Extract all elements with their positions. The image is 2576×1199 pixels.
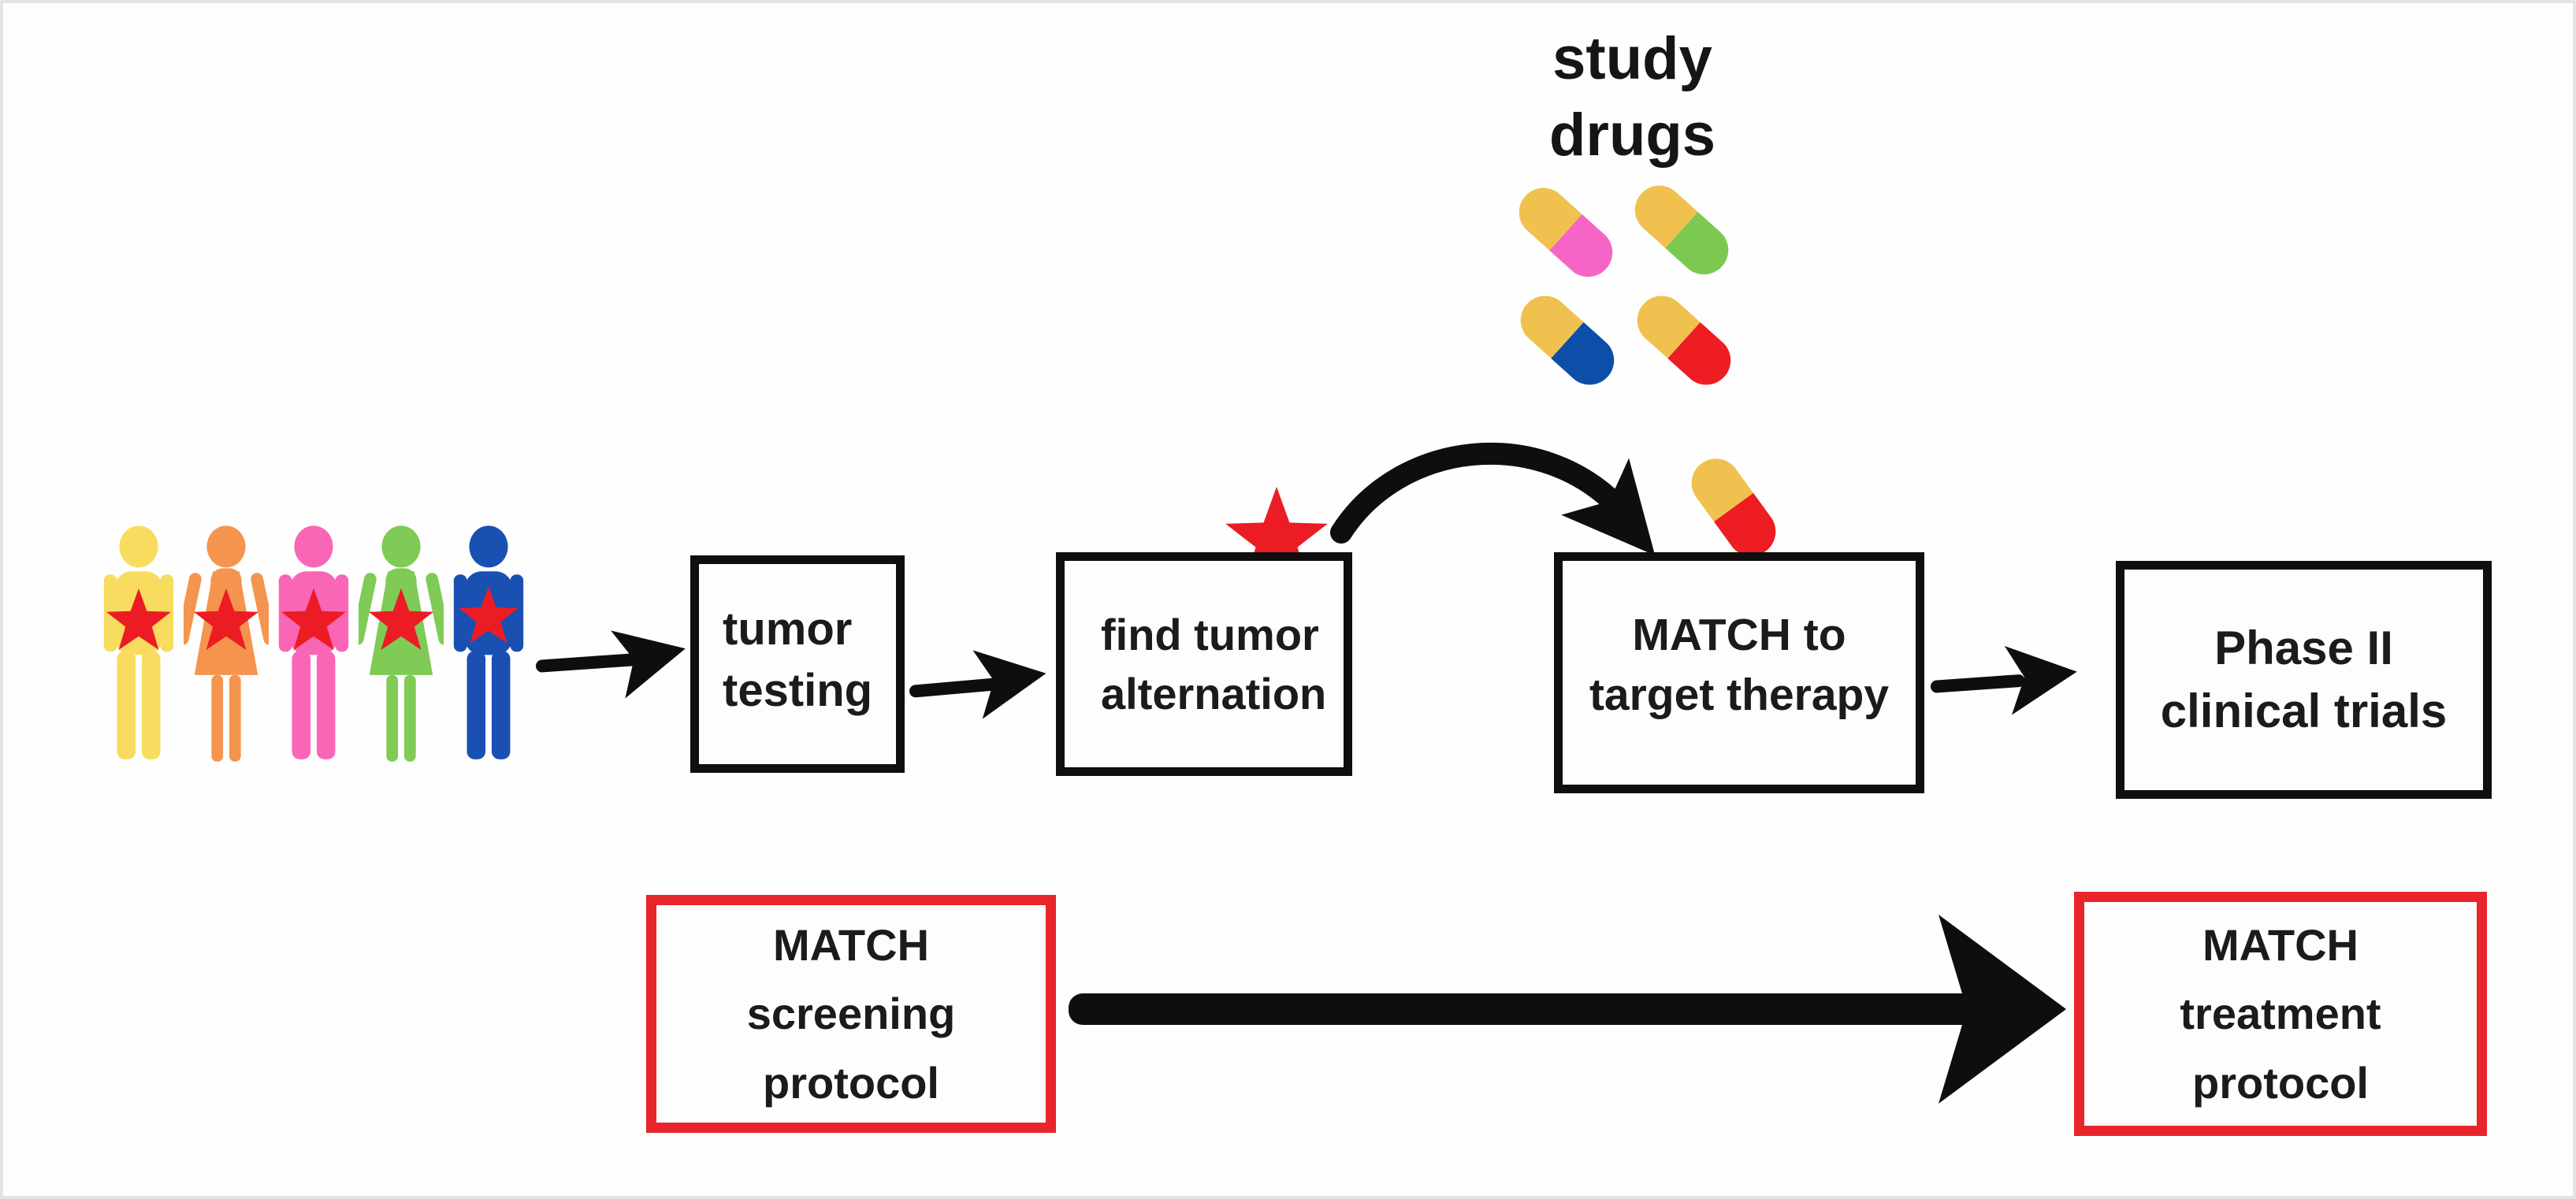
box-match-screening-protocol-label: MATCH screening protocol [746, 919, 956, 1108]
star-icon [281, 588, 347, 651]
box-tumor-testing: tumor testing [690, 555, 905, 773]
star-icon [193, 588, 259, 651]
patient-figure-male-yellow [103, 525, 174, 759]
patient-figure-female-green [359, 525, 444, 762]
star-icon [459, 586, 519, 644]
person-icon [278, 525, 349, 759]
person-icon [103, 525, 174, 759]
person-icon [453, 525, 524, 759]
box-phase2-clinical-trials: Phase II clinical trials [2116, 561, 2492, 799]
patient-figure-male-pink [278, 525, 349, 759]
arrow-testing-to-find [909, 650, 1046, 719]
box-match-screening-protocol: MATCH screening protocol [646, 895, 1056, 1133]
tumor-alteration-star-icon [1225, 486, 1328, 585]
box-find-tumor-alternation: find tumor alternation [1056, 552, 1352, 776]
capsule-icon-pink [1518, 187, 1613, 277]
arrow-match-to-phase2 [1930, 645, 2077, 715]
patient-figure-female-orange [184, 525, 269, 762]
person-icon [184, 525, 269, 762]
patient-figure-male-blue [453, 525, 524, 759]
capsule-icon-blue [1520, 295, 1615, 385]
capsule-body [1667, 321, 1731, 385]
box-match-treatment-protocol-label: MATCH treatment protocol [2180, 919, 2381, 1108]
capsule-cap [1637, 295, 1701, 359]
capsule-body [1665, 211, 1729, 275]
arrow-patients-to-testing [535, 630, 686, 699]
capsule-icon-matched [1691, 458, 1776, 556]
capsule-body [1713, 492, 1776, 556]
box-find-tumor-alternation-label: find tumor alternation [1101, 609, 1327, 718]
box-tumor-testing-label: tumor testing [723, 603, 873, 716]
study-drugs-label: study drugs [1548, 25, 1716, 169]
capsule-cap [1634, 185, 1698, 249]
person-icon [359, 525, 444, 762]
star-icon [368, 588, 434, 651]
capsule-cap [1520, 295, 1584, 359]
capsule-cap [1518, 187, 1582, 251]
box-match-treatment-protocol: MATCH treatment protocol [2074, 892, 2487, 1136]
box-match-to-target-therapy: MATCH to target therapy [1554, 552, 1924, 793]
capsule-body [1551, 321, 1615, 385]
star-icon [106, 588, 172, 651]
capsule-icon-green [1634, 185, 1729, 275]
box-phase2-clinical-trials-label: Phase II clinical trials [2160, 621, 2448, 737]
capsule-icon-red [1637, 295, 1731, 385]
capsule-cap [1691, 458, 1754, 522]
box-match-to-target-therapy-label: MATCH to target therapy [1589, 610, 1890, 721]
arrow-screening-to-treatment [1069, 915, 2066, 1104]
capsule-body [1549, 213, 1613, 277]
